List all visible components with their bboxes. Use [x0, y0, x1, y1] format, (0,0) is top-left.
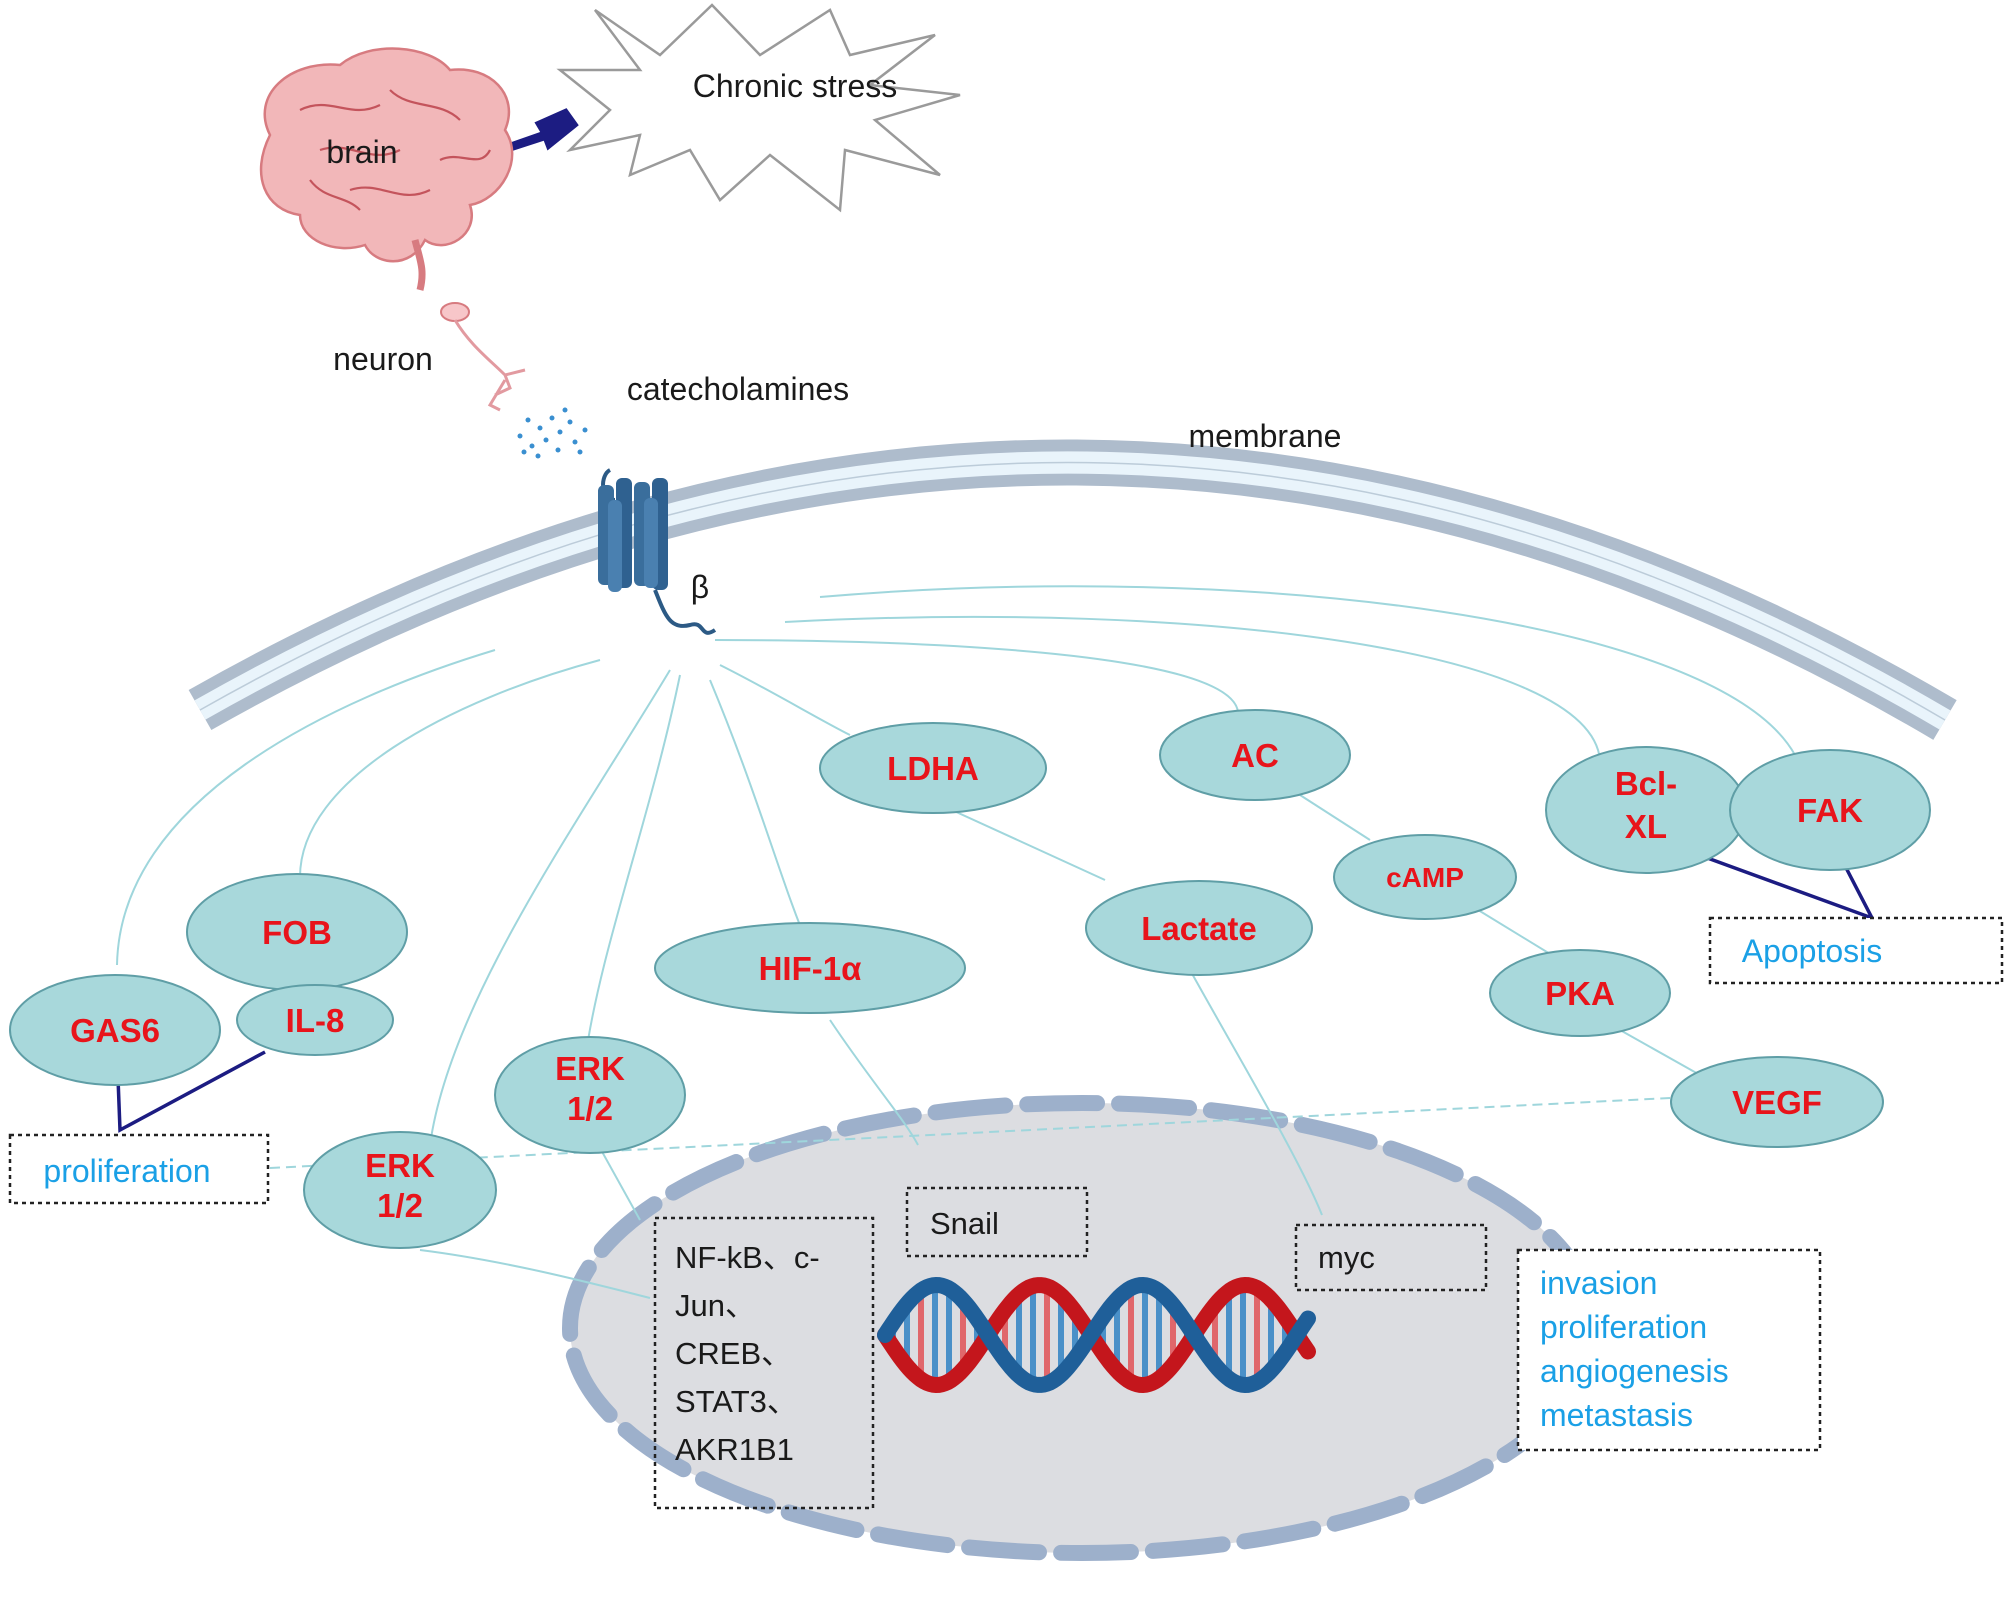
svg-text:NF-kB、c-: NF-kB、c- [675, 1240, 820, 1275]
svg-text:myc: myc [1318, 1240, 1375, 1275]
node-erk-lower: ERK 1/2 [303, 1131, 497, 1249]
node-fob: FOB [186, 873, 408, 991]
svg-text:metastasis: metastasis [1540, 1397, 1693, 1433]
brain-label: brain [326, 134, 397, 170]
svg-text:FOB: FOB [262, 914, 332, 951]
apoptosis-box: Apoptosis [1708, 916, 2004, 985]
svg-text:AKR1B1: AKR1B1 [675, 1432, 794, 1467]
snail-box: Snail [905, 1186, 1089, 1258]
cell-membrane [188, 439, 1957, 740]
svg-text:FAK: FAK [1797, 792, 1863, 829]
node-erk-upper: ERK 1/2 [494, 1036, 686, 1154]
svg-text:ERK: ERK [555, 1050, 625, 1087]
svg-text:cAMP: cAMP [1386, 862, 1464, 893]
svg-text:Snail: Snail [930, 1206, 999, 1241]
svg-text:1/2: 1/2 [567, 1090, 613, 1127]
svg-text:HIF-1α: HIF-1α [759, 950, 862, 987]
node-vegf: VEGF [1670, 1056, 1884, 1148]
node-camp: cAMP [1333, 834, 1517, 920]
svg-text:1/2: 1/2 [377, 1187, 423, 1224]
neuron-illustration: neuron [333, 302, 526, 412]
svg-text:GAS6: GAS6 [70, 1012, 160, 1049]
svg-text:VEGF: VEGF [1732, 1084, 1822, 1121]
svg-text:STAT3、: STAT3、 [675, 1384, 798, 1419]
signal-connectors [116, 585, 1796, 1299]
node-ldha: LDHA [819, 722, 1047, 814]
beta-receptor-icon: β [598, 468, 717, 635]
nucleus-outcomes-box: invasion proliferation angiogenesis meta… [1516, 1248, 1822, 1452]
dna-strand-blue [877, 1276, 1316, 1394]
node-il8: IL-8 [236, 984, 394, 1056]
proliferation-vegf-dashed [269, 1097, 1671, 1169]
brain-illustration: brain [259, 47, 514, 291]
svg-text:IL-8: IL-8 [286, 1002, 345, 1039]
node-hif1a: HIF-1α [654, 922, 966, 1014]
svg-text:PKA: PKA [1545, 975, 1615, 1012]
beta-label: β [691, 569, 709, 605]
node-fak: FAK [1729, 749, 1931, 871]
svg-text:LDHA: LDHA [887, 750, 979, 787]
catecholamine-particles [517, 407, 588, 459]
neuron-label: neuron [333, 341, 433, 377]
svg-text:proliferation: proliferation [1540, 1309, 1707, 1345]
stress-arrow [501, 108, 579, 154]
svg-text:AC: AC [1231, 737, 1279, 774]
svg-text:proliferation: proliferation [43, 1153, 210, 1189]
svg-text:Lactate: Lactate [1141, 910, 1257, 947]
proliferation-box: proliferation [8, 1133, 270, 1205]
svg-text:angiogenesis: angiogenesis [1540, 1353, 1729, 1389]
node-lactate: Lactate [1085, 880, 1313, 976]
svg-text:XL: XL [1625, 808, 1667, 845]
node-bclxl: Bcl- XL [1545, 746, 1747, 874]
dna-helix-icon [877, 1276, 1316, 1394]
svg-text:Jun、: Jun、 [675, 1288, 756, 1323]
svg-text:invasion: invasion [1540, 1265, 1657, 1301]
chronic-stress-label: Chronic stress [693, 68, 898, 104]
node-ac: AC [1159, 709, 1351, 801]
svg-text:Apoptosis: Apoptosis [1742, 933, 1883, 969]
dna-strand-red [877, 1276, 1316, 1394]
svg-text:ERK: ERK [365, 1147, 435, 1184]
membrane-label: membrane [1189, 418, 1342, 454]
catecholamines-label: catecholamines [627, 371, 849, 407]
transcription-factor-box: NF-kB、c- Jun、 CREB、 STAT3、 AKR1B1 [653, 1216, 875, 1510]
myc-box: myc [1294, 1223, 1488, 1292]
node-gas6: GAS6 [9, 974, 221, 1086]
chronic-stress-burst: Chronic stress [556, 3, 961, 213]
node-pka: PKA [1489, 949, 1671, 1037]
svg-text:CREB、: CREB、 [675, 1336, 792, 1371]
svg-text:Bcl-: Bcl- [1615, 765, 1677, 802]
